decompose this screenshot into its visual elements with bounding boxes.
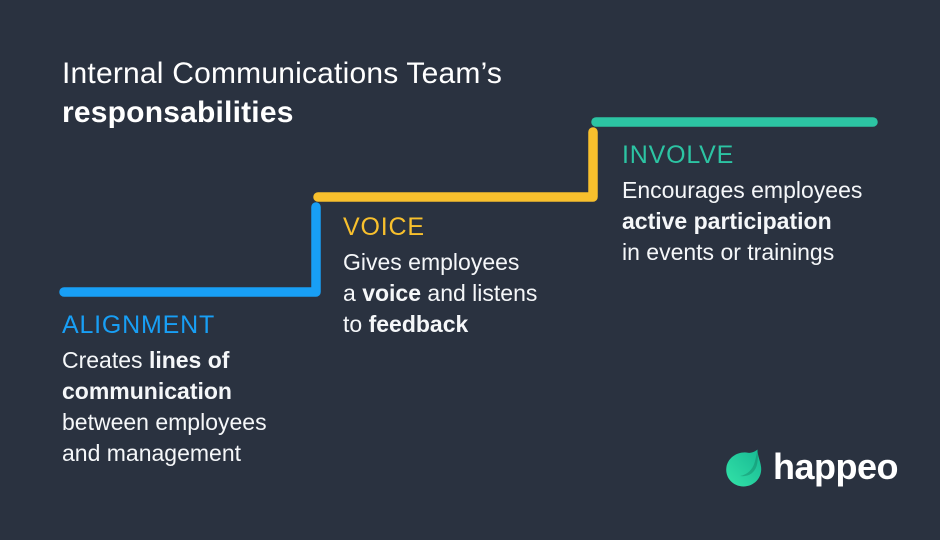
- step-involve-label: INVOLVE: [622, 141, 735, 169]
- title-line-bold: responsabilities: [62, 96, 294, 129]
- title-line-regular: Internal Communications Team’s: [62, 57, 503, 90]
- happeo-wordmark: happeo: [773, 446, 899, 487]
- alignment-step-line: [59, 202, 321, 297]
- step-alignment-label: ALIGNMENT: [62, 311, 216, 339]
- happeo-logo: happeo: [724, 446, 899, 487]
- step-voice-label: VOICE: [343, 213, 425, 241]
- page-title: Internal Communications Team’s responsab…: [62, 54, 502, 132]
- happeo-leaf-icon: [726, 449, 762, 487]
- voice-step-line: [313, 127, 598, 202]
